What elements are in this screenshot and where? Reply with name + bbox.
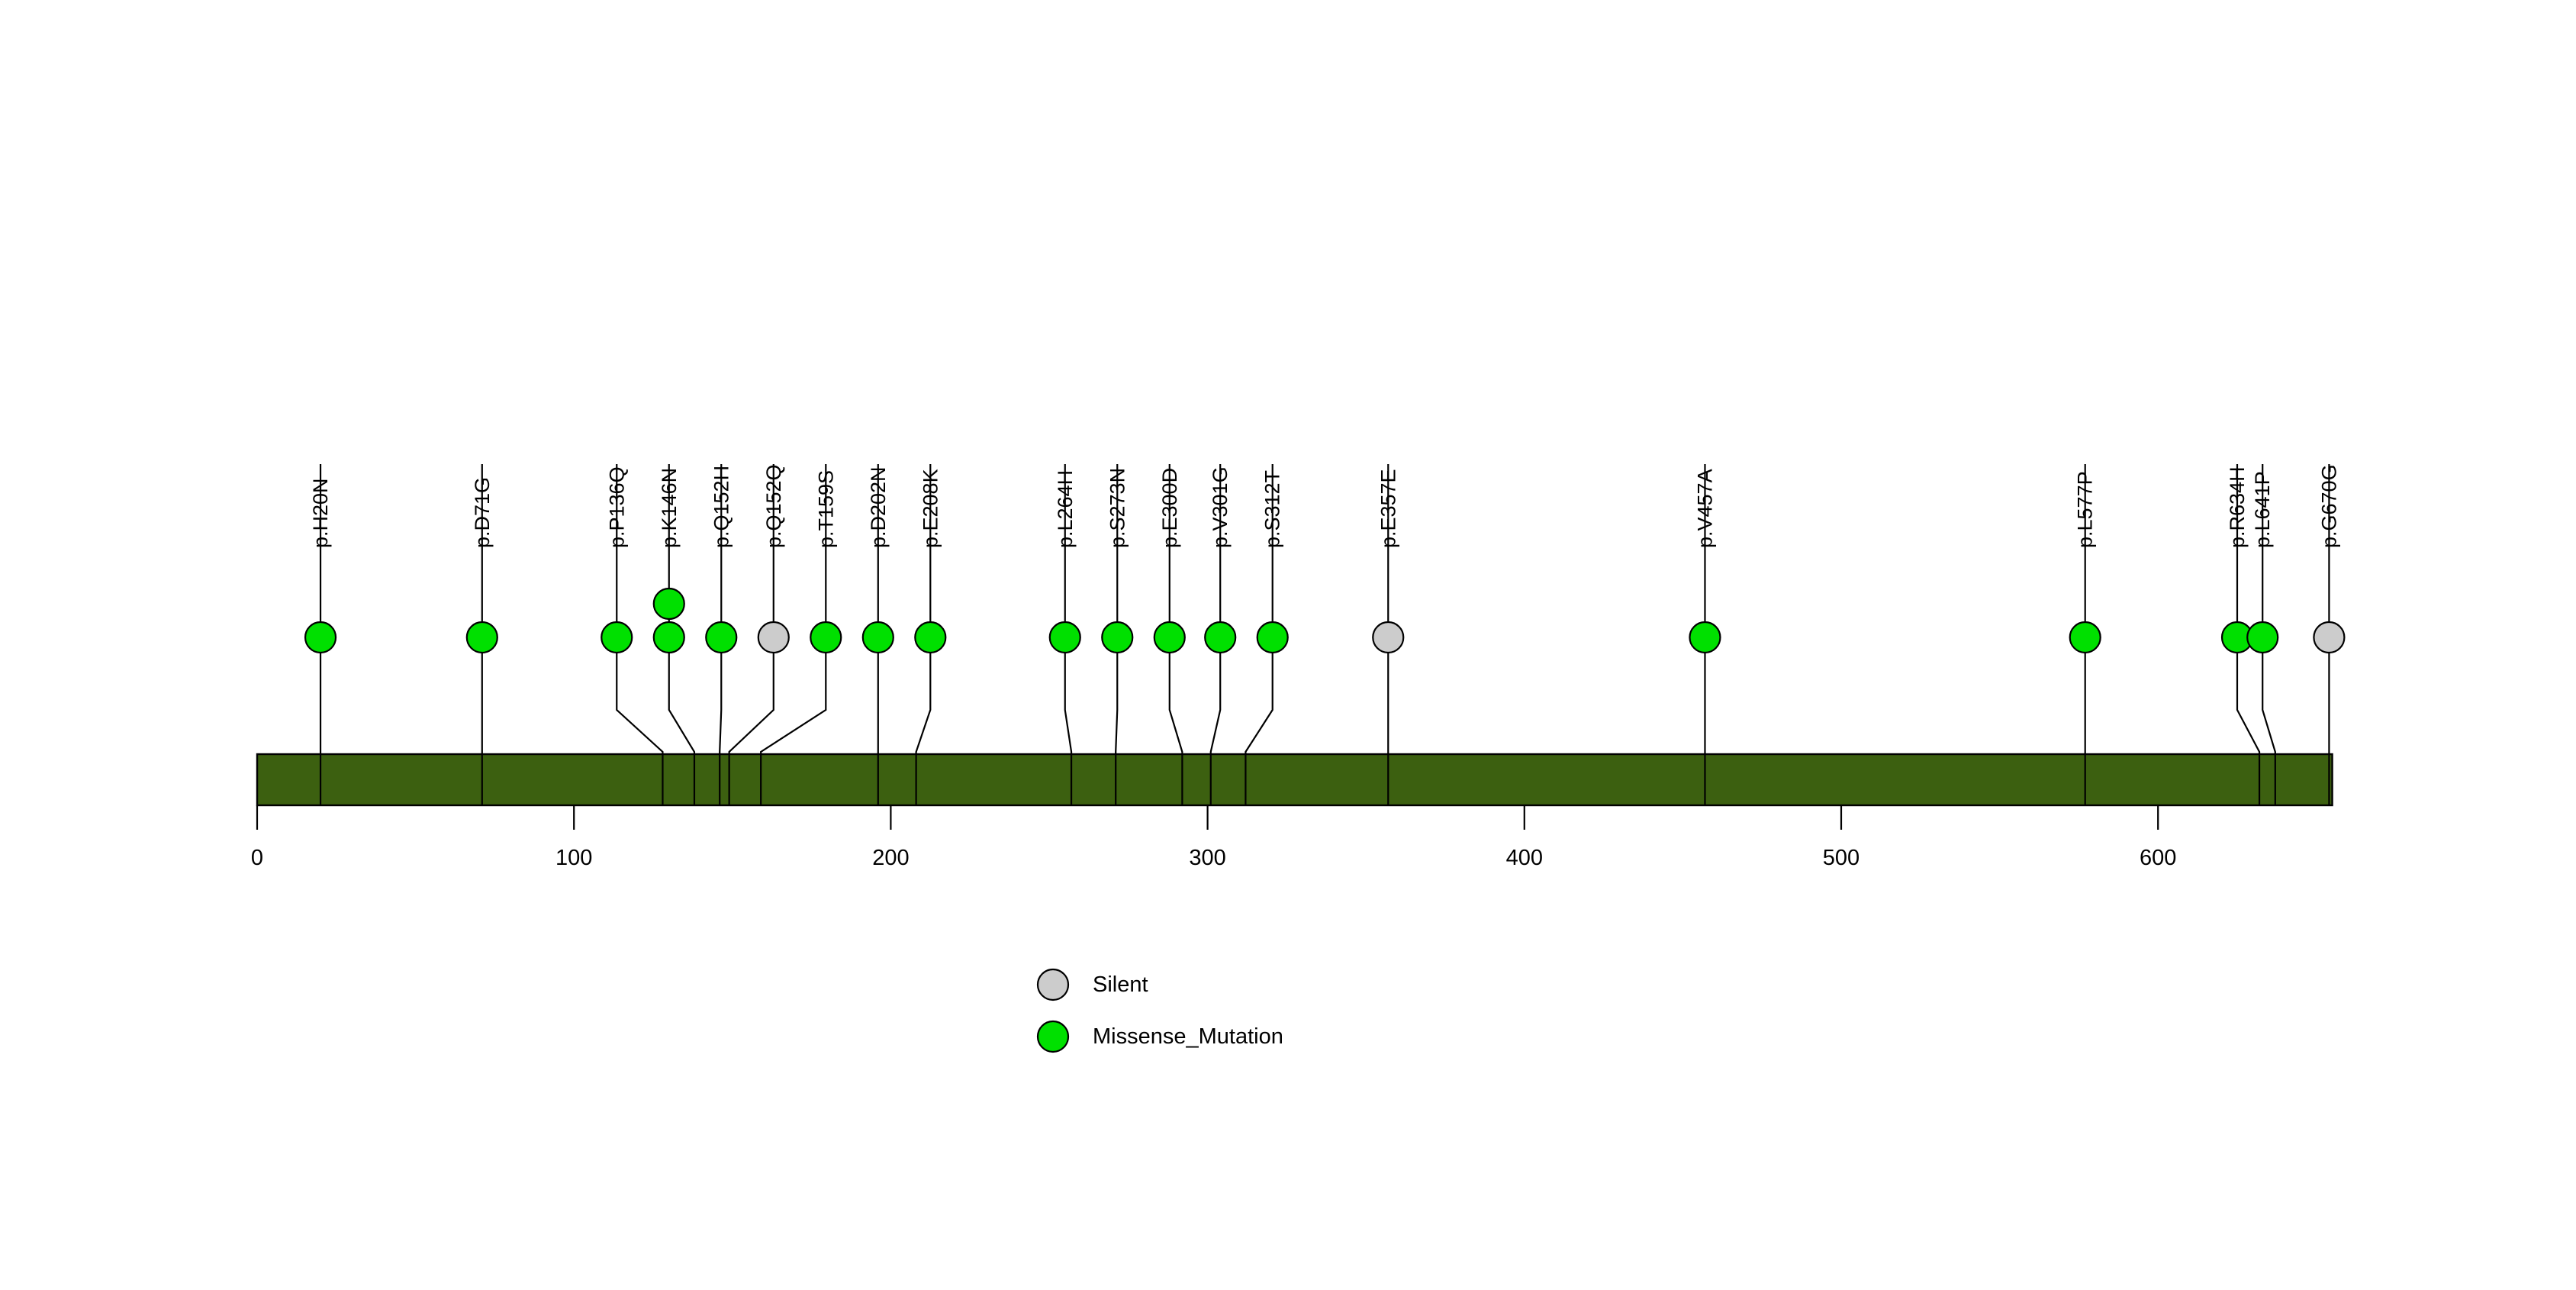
protein-bar-layer — [256, 753, 2333, 807]
mutation-node-pP136Q[interactable] — [601, 621, 633, 654]
axis-tick-label-0: 0 — [251, 846, 263, 870]
mutation-label-pV301G: p.V301G — [1209, 466, 1232, 548]
mutation-node-pE300D[interactable] — [1153, 621, 1186, 654]
axis-tick-label-200: 200 — [872, 846, 909, 870]
legend-swatch-Silent[interactable] — [1036, 968, 1070, 1001]
mutation-label-pT159S: p.T159S — [814, 470, 837, 548]
mutation-node-pQ152Q[interactable] — [757, 621, 790, 654]
mutation-node-pE357E[interactable] — [1372, 621, 1405, 654]
legend-label-MissenseMutation: Missense_Mutation — [1093, 1024, 1283, 1049]
mutation-node-pL264H[interactable] — [1048, 621, 1081, 654]
axis-tick-label-600: 600 — [2140, 846, 2176, 870]
mutation-label-layer: p.H20N p.D71G p.P136Q p.K146N p.Q152H p.Q152Q… — [309, 464, 2340, 548]
mutation-node-pV301G[interactable] — [1204, 621, 1237, 654]
axis-tick-label-500: 500 — [1823, 846, 1860, 870]
protein-backbone-bar — [256, 753, 2333, 807]
mutation-label-pE300D: p.E300D — [1158, 468, 1181, 548]
mutation-node-pQ152H[interactable] — [705, 621, 738, 654]
mutation-node-pG670G[interactable] — [2313, 621, 2346, 654]
mutation-label-pV457A: p.V457A — [1693, 469, 1716, 548]
mutation-node-layer — [304, 587, 2346, 654]
mutation-label-pR634H: p.R634H — [2226, 466, 2249, 548]
axis-tick-label-300: 300 — [1189, 846, 1225, 870]
mutation-label-pQ152H: p.Q152H — [710, 466, 733, 548]
mutation-node-pK146N[interactable] — [652, 587, 685, 621]
mutation-label-pD202N: p.D202N — [867, 466, 890, 548]
mutation-node-pK146N[interactable] — [652, 621, 685, 654]
mutation-label-pE357E: p.E357E — [1377, 469, 1399, 548]
mutation-node-pS273N[interactable] — [1101, 621, 1134, 654]
mutation-label-pK146N: p.K146N — [658, 468, 681, 548]
mutation-node-pD71G[interactable] — [465, 621, 498, 654]
mutation-node-pV457A[interactable] — [1689, 621, 1721, 654]
mutation-label-pP136Q: p.P136Q — [605, 466, 628, 548]
x-axis-layer: 0 100 200 300 400 500 600 — [251, 805, 2176, 870]
axis-tick-label-100: 100 — [555, 846, 592, 870]
mutation-node-pD202N[interactable] — [861, 621, 894, 654]
mutation-label-pL641P: p.L641P — [2251, 471, 2274, 548]
mutation-node-pH20N[interactable] — [304, 621, 337, 654]
mutation-label-pL264H: p.L264H — [1054, 470, 1077, 548]
mutation-label-pH20N: p.H20N — [309, 478, 332, 548]
mutation-label-pQ152Q: p.Q152Q — [762, 464, 785, 548]
axis-tick-label-400: 400 — [1506, 846, 1543, 870]
legend-swatch-MissenseMutation[interactable] — [1036, 1020, 1070, 1053]
mutation-node-pT159S[interactable] — [810, 621, 842, 654]
mutation-label-pS312T: p.S312T — [1261, 470, 1284, 548]
mutation-label-pD71G: p.D71G — [471, 477, 494, 548]
bar-divider-layer — [319, 754, 2330, 805]
mutation-node-pE208K[interactable] — [914, 621, 947, 654]
mutation-node-pS312T[interactable] — [1256, 621, 1289, 654]
mutation-node-pL577P[interactable] — [2069, 621, 2101, 654]
mutation-label-pG670G: p.G670G — [2317, 464, 2340, 548]
legend-label-Silent: Silent — [1093, 972, 1148, 997]
mutation-node-pL641P[interactable] — [2246, 621, 2279, 654]
mutation-label-pL577P: p.L577P — [2074, 471, 2097, 548]
mutation-label-pS273N: p.S273N — [1106, 468, 1129, 548]
mutation-label-pE208K: p.E208K — [919, 469, 942, 548]
